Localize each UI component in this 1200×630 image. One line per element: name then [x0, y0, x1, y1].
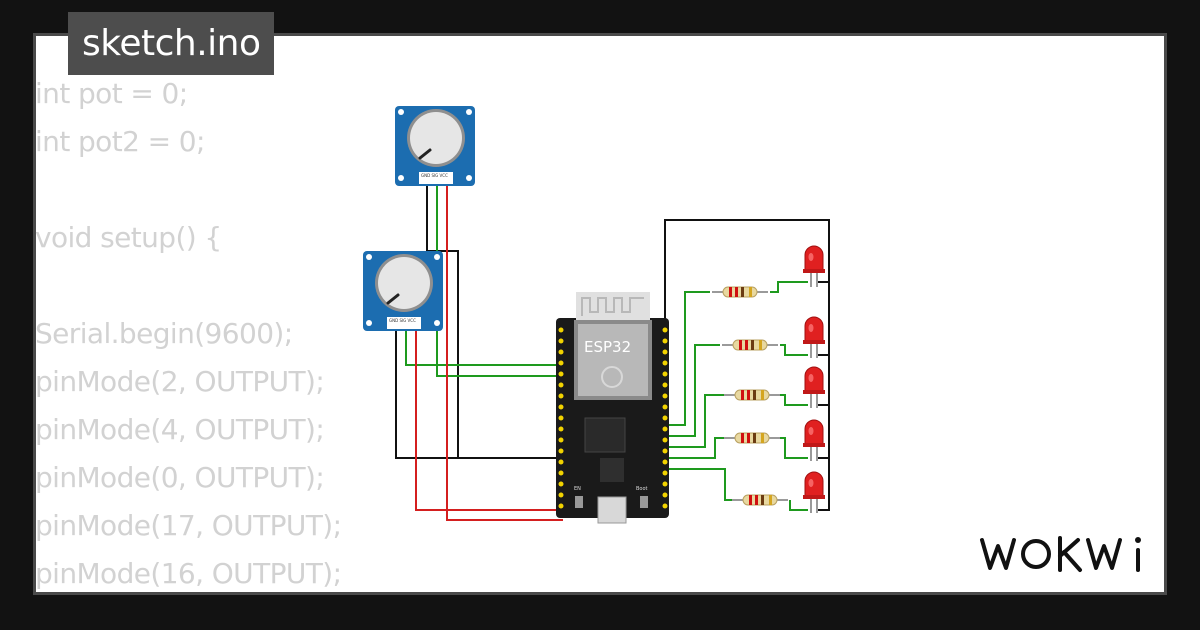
resistor-2[interactable] [721, 339, 779, 351]
led-2[interactable] [802, 316, 826, 359]
resistor-5[interactable] [731, 494, 789, 506]
green-wires [405, 183, 808, 511]
resistor-3[interactable] [723, 389, 781, 401]
esp32-board[interactable]: ESP32 EN Boot [556, 292, 669, 524]
pin-header-right [662, 327, 668, 509]
code-line: int pot2 = 0; [35, 125, 205, 158]
code-line: pinMode(17, OUTPUT); [35, 509, 342, 542]
pin-header-left [558, 327, 564, 509]
black-wires [395, 183, 830, 511]
resistor-4[interactable] [723, 432, 781, 444]
mcu-label: ESP32 [584, 338, 631, 356]
red-wires [415, 183, 563, 521]
code-line: pinMode(16, OUTPUT); [35, 557, 342, 590]
led-3[interactable] [802, 366, 826, 409]
button-label-en: EN [574, 486, 581, 492]
led-4[interactable] [802, 419, 826, 462]
button-label-boot: Boot [636, 486, 648, 492]
led-1[interactable] [802, 245, 826, 288]
led-5[interactable] [802, 471, 826, 514]
file-tab[interactable]: sketch.ino [68, 12, 275, 75]
potentiometer-top[interactable] [393, 104, 477, 188]
code-line: Serial.begin(9600); [35, 317, 293, 350]
potentiometer-bottom[interactable] [361, 249, 445, 333]
code-line: int pot = 0; [35, 77, 188, 110]
code-preview: int pot = 0; int pot2 = 0; void setup() … [35, 70, 342, 598]
code-line: pinMode(0, OUTPUT); [35, 461, 325, 494]
code-line: void setup() { [35, 221, 222, 254]
wokwi-logo [980, 536, 1141, 572]
code-line: pinMode(4, OUTPUT); [35, 413, 325, 446]
code-line: pinMode(2, OUTPUT); [35, 365, 325, 398]
circuit-diagram: GND SIG VCC [361, 104, 830, 524]
resistor-1[interactable] [711, 286, 769, 298]
